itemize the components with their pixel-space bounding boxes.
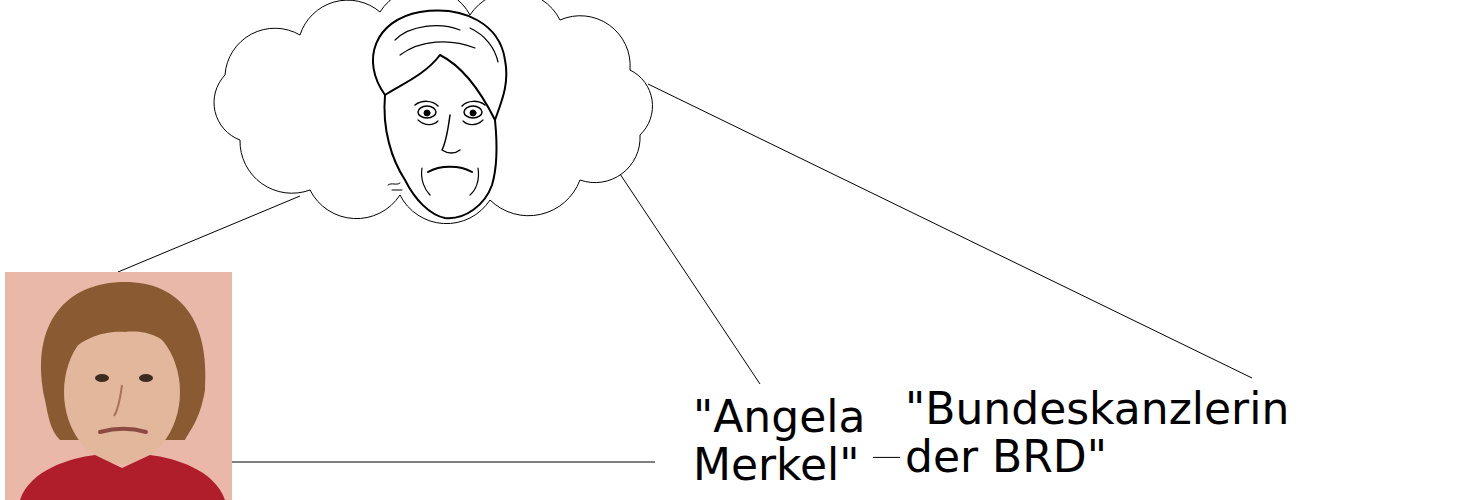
photo [5,272,232,500]
term-label: "Bundeskanzlerin der BRD" [903,385,1294,482]
leader-line [612,162,760,384]
connector-line [873,457,900,458]
caricature [373,11,506,219]
term-text: "Bundeskanzlerin der BRD" [905,385,1292,482]
term-label: "Angela Merkel" [691,393,870,490]
leader-line [648,84,1252,378]
term-text: "Angela Merkel" [693,393,868,490]
leader-line [118,196,300,272]
leader-line [232,462,655,463]
thought-cloud [214,0,652,224]
